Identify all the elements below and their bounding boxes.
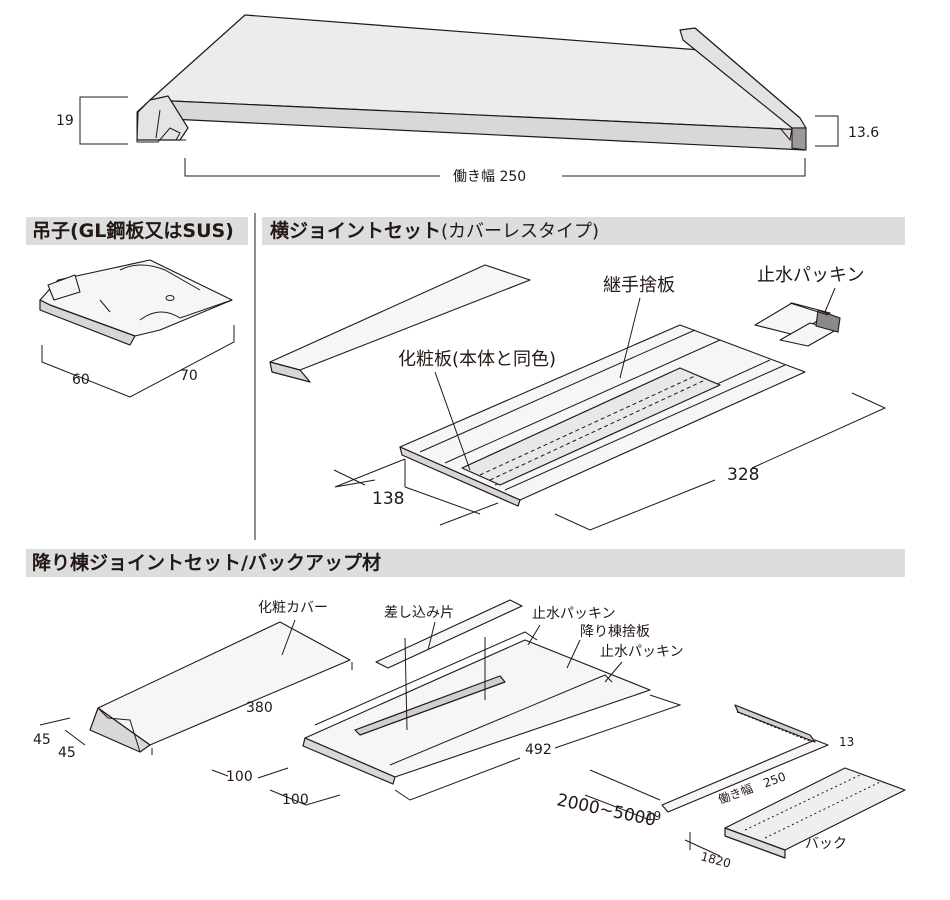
backup-label: バック [805,836,847,852]
height-right-dim [815,115,839,147]
ridge-cover-labels: 化粧カバー 380 45 45 [33,600,353,761]
joint-dimensions: 138 328 [333,392,887,531]
backup-material [584,704,906,859]
cover-label: 化粧カバー [258,600,328,616]
hanger-title: 吊子(GL鋼板又はSUS) [32,220,234,242]
ridge-cover [89,621,351,753]
joint-set-subtitle: (カバーレスタイプ) [441,221,600,242]
backup-top-label: 13 [839,735,854,749]
width-label: 働き幅 250 [453,169,526,185]
ridge-plate-dimensions: 492 100 100 [211,694,682,808]
seam-plate-label: 継手捨板 [603,275,675,296]
joint-dim-short: 138 [372,489,404,509]
plate-dim-len: 492 [525,742,552,758]
height-right-label: 13.6 [848,125,879,141]
ridge-set-header: 降り棟ジョイントセット/バックアップ材 [26,549,905,577]
plate-dim-b: 100 [282,792,309,808]
roof-panel [136,14,807,151]
plate-dim-a: 100 [226,769,253,785]
joint-dim-long: 328 [727,465,759,485]
packing-label: 止水パッキン [757,265,864,286]
width-dim [184,158,806,177]
cover-dim-a: 45 [33,732,51,748]
height-left-dim [79,96,128,145]
cover-dim-b: 45 [58,745,76,761]
backup-h-label: 19 [646,809,661,823]
packing-piece [754,302,841,347]
backup-len-label: 1820 [699,849,732,870]
ridge-plate-label: 降り棟捨板 [580,623,650,640]
ridge-set-title: 降り棟ジョイントセット/バックアップ材 [32,552,381,574]
hanger-dimensions: 60 70 [41,325,235,398]
ridge-plate [302,631,651,785]
cover-dim-len: 380 [246,700,273,716]
hanger-clip [39,259,233,346]
joint-set-title: 横ジョイントセット(カバーレスタイプ) [270,220,600,242]
hanger-dim-b: 70 [180,368,198,384]
insert-piece [375,599,523,669]
ridge-plate-labels: 差し込み片 止水パッキン 降り棟捨板 止水パッキン [384,605,684,683]
hanger-dim-a: 60 [72,372,90,388]
packing-1-label: 止水パッキン [532,606,616,622]
top-dimensions: 19 13.6 働き幅 250 [56,96,879,185]
joint-set-header: 横ジョイントセット(カバーレスタイプ) [262,217,905,245]
insert-label: 差し込み片 [384,605,454,621]
joint-labels: 継手捨板 化粧板(本体と同色) 止水パッキン [398,265,864,471]
backup-range-label: 2000~5000 [555,790,658,831]
cover-strip [269,264,531,383]
packing-2-label: 止水パッキン [600,644,684,660]
height-left-label: 19 [56,113,74,129]
hanger-header: 吊子(GL鋼板又はSUS) [26,217,248,245]
joint-plate [399,324,806,507]
cosmetic-plate-label: 化粧板(本体と同色) [398,349,556,370]
